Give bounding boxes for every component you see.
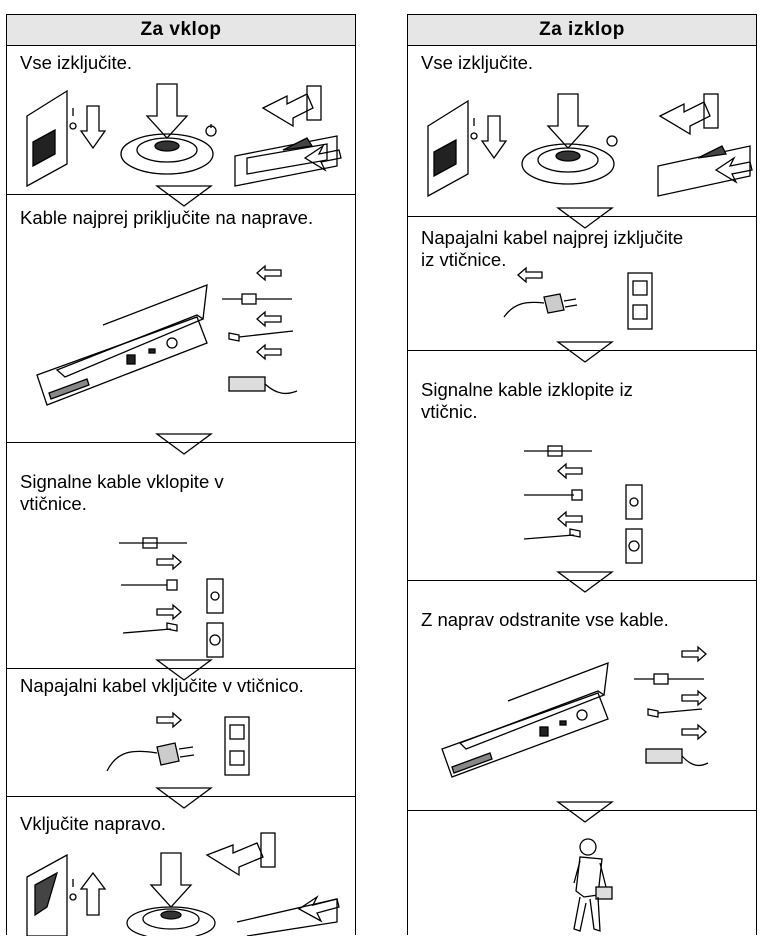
- down-arrow-icon: [556, 207, 614, 229]
- down-arrow-icon: [556, 801, 614, 823]
- step-text: Vse izključite.: [421, 52, 534, 73]
- step-text: Signalne kable izklopite iz vtičnic.: [421, 379, 633, 422]
- step-text: Napajalni kabel vključite v vtičnico.: [20, 675, 304, 696]
- down-arrow-icon: [155, 787, 213, 809]
- signal-cables-unplug-illustration: [523, 445, 643, 564]
- step-unplug-signal-cables: Signalne kable izklopite iz vtičnic.: [408, 350, 756, 581]
- step-plug-power-cord: Napajalni kabel vključite v vtičnico.: [7, 668, 355, 797]
- step-text: Signalne kable vklopite v vtičnice.: [20, 471, 224, 514]
- switches-off-illustration: [26, 83, 342, 188]
- laptop-cables-illustration: [36, 264, 298, 406]
- step-plug-signal-cables: Signalne kable vklopite v vtičnice.: [7, 442, 355, 669]
- down-arrow-icon: [556, 341, 614, 363]
- down-arrow-icon: [155, 185, 213, 207]
- column-header-power-on: Za vklop: [7, 14, 355, 46]
- step-text: Napajalni kabel najprej izključite iz vt…: [421, 227, 684, 270]
- person-carrying-laptop-illustration: [573, 838, 613, 932]
- step-turn-off-all-right: Vse izključite.: [408, 46, 756, 216]
- step-connect-to-devices: Kable najprej priključite na naprave.: [7, 194, 355, 443]
- step-turn-on-device: Vključite napravo.: [7, 796, 355, 936]
- power-off-column: Za izklop Vse izključite. Napajalni kabe…: [407, 14, 757, 935]
- signal-cables-plug-in-illustration: [119, 537, 224, 658]
- switches-on-illustration: [26, 832, 340, 936]
- switches-off-illustration: [427, 93, 753, 198]
- step-text: Vse izključite.: [20, 52, 133, 73]
- step-carry-away: [408, 810, 756, 936]
- power-cord-unplug-illustration: [503, 266, 653, 330]
- step-text: Z naprav odstranite vse kable.: [421, 609, 669, 630]
- step-unplug-power-cord: Napajalni kabel najprej izključite iz vt…: [408, 216, 756, 351]
- power-on-column: Za vklop Vse izključite.: [6, 14, 356, 936]
- step-text: Vključite napravo.: [20, 813, 167, 834]
- step-remove-cables-from-devices: Z naprav odstranite vse kable.: [408, 580, 756, 811]
- down-arrow-icon: [155, 433, 213, 455]
- down-arrow-icon: [556, 571, 614, 593]
- laptop-cables-removed-illustration: [441, 645, 709, 778]
- step-turn-off-all: Vse izključite.: [7, 46, 355, 194]
- down-arrow-icon: [155, 659, 213, 681]
- step-text: Kable najprej priključite na naprave.: [20, 207, 314, 228]
- column-header-power-off: Za izklop: [408, 14, 756, 46]
- power-cord-plug-in-illustration: [106, 711, 250, 776]
